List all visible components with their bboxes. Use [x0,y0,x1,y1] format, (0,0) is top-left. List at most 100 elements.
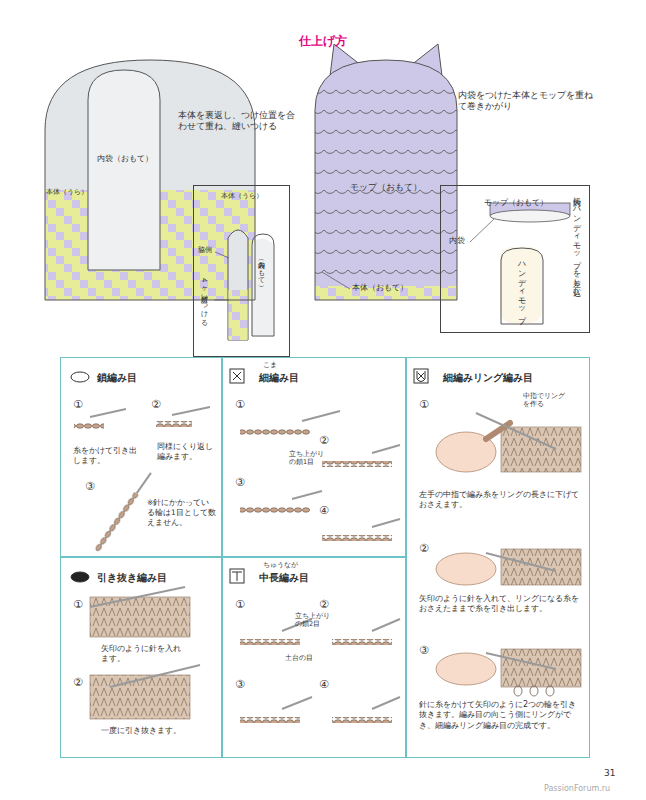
node-text: 左手の中指で編み糸をリングの長さに下げておさえます。 [419,490,584,511]
node-text: ④ [319,678,335,692]
node-text: 糸をかけて引き出します。 [73,446,137,466]
art-path [251,239,273,336]
stitch-cell: ちゅうなが中長編み目①立ち上がりの鎖2目土台の目②③④ [222,557,406,758]
art-rect [501,649,581,687]
art-line [172,407,210,415]
node-text: ① [235,598,251,612]
art-line [282,697,312,709]
art-rect [90,675,190,719]
art-line [372,697,400,709]
art-rect [240,507,310,513]
art-line [470,219,494,242]
stitch-cell: こま細編み目①立ち上がりの鎖1目②③④ [222,357,406,557]
node-text: 内袋（おもて） [95,154,155,164]
node-text: 内袋（おもて） [256,256,265,280]
art-rect [332,639,392,645]
art-line [215,252,229,258]
art-line [372,619,400,631]
art-rect [156,421,192,427]
single-crochet-sketch [240,411,400,541]
art-path [417,371,425,382]
shape-outline [45,60,255,300]
node-text: 矢印のように針を入れます。 [101,644,181,664]
stitch-heading: 細編み目 [259,371,369,384]
page-title: 仕上げ方 [0,34,646,49]
node-text: ① [235,398,251,412]
node-text: ① [419,398,435,412]
art-ellipse [71,572,89,582]
node-text: 一度に引き抜きます。 [101,726,191,736]
inner-bag: 内袋（おもて） [88,70,160,270]
node-text: 本体（うら） [218,192,266,201]
detail-box: 本体（うら）脇側4ヶ所縫いつける内袋（おもて） [193,185,290,357]
art-line [137,473,151,493]
node-text: ③ [235,678,251,692]
mop-cover: モップ（おもて） [315,60,457,300]
art-path [486,423,510,439]
node-text: ハンディモップ [516,256,526,319]
art-line [372,445,400,453]
note-label: 本体（おもて） [352,283,422,293]
page-number: 31 [604,768,628,780]
art-g [94,471,153,552]
node-text: モップ（おもて） [476,198,556,208]
art-line [292,491,322,499]
node-text: ③ [235,476,251,490]
outline-path [45,60,255,300]
art-ellipse [546,686,554,696]
shape-outline [252,234,274,336]
stitch-heading: 細編みリング編み目 [443,371,583,384]
mop-illustration [315,44,457,300]
art-rect [240,639,300,645]
stitch-heading: 引き抜き編み目 [97,571,217,584]
art-rect [230,369,244,383]
node-text: ① [73,598,89,612]
node-text: ちゅうなが [263,561,313,569]
node-text: ② [419,542,435,556]
shape-outline [88,70,160,270]
node-text: 内袋 [449,236,477,246]
art-rect [322,535,392,541]
art-rect [332,717,392,723]
watermark: PassionForum.ru [544,784,640,794]
node-text: ④ [319,504,335,518]
node-text: ② [73,676,89,690]
art-line [372,519,400,527]
node-text: 立ち上がりの鎖1目 [289,450,329,467]
outline-path [88,70,160,270]
art-line [486,553,556,571]
bag-body: 本体（うら） 内袋（おもて） [45,60,255,300]
node-text: ② [151,398,167,412]
art-ellipse [436,553,496,585]
art-line [476,413,556,449]
node-text: こま [263,361,303,369]
outline-path [252,234,274,336]
art-rect [230,569,244,583]
stitch-cell: 引き抜き編み目 ① 矢印のように針を入れます。 ② 一度に引き抜きます。 [60,557,222,758]
node-text: モップ（おもて） [340,182,432,194]
art-line [90,409,126,417]
art-rect [322,461,392,467]
stitch-cell: 鎖編み目①糸をかけて引き出します。②同様にくり返し編みます。③※針にかかっている… [60,357,222,557]
art-line [90,587,185,607]
art-rect [315,80,457,280]
art-rect [229,290,248,340]
art-path [228,230,248,340]
node-text: ③ [419,644,435,658]
art-rect [500,247,542,323]
art-path [88,70,160,270]
node-text: 4ヶ所縫いつける [199,278,208,322]
body-illustration [45,60,255,300]
inner-bag: 内袋（おもて） [252,234,274,336]
node-text: 立ち上がりの鎖2目 [295,612,333,629]
art-rect [240,717,300,723]
art-path [315,60,457,300]
insert-illustration [470,203,570,323]
outline-path [315,60,457,300]
node-text: 内袋にハンディモップを差し込む [571,192,581,291]
note-label: 内袋をつけた本体とモップを重ねて巻きかがり [458,90,598,112]
node-text: 本体（うら） [46,188,90,197]
node-text: 針に糸をかけて矢印のように2つの輪を引き抜きます。編み目の向こう側にリングができ… [419,700,584,731]
